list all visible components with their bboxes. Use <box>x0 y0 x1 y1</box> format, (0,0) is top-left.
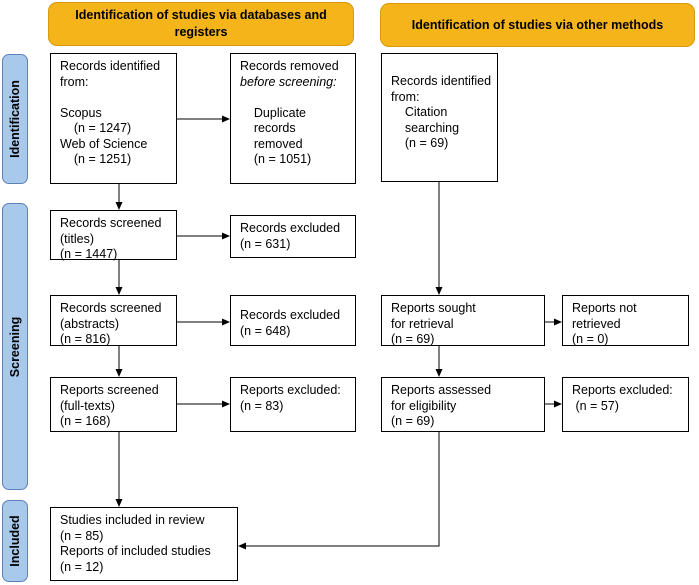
line: (n = 631) <box>240 236 291 251</box>
line: (n = 168) <box>60 414 111 428</box>
line: records <box>240 121 296 135</box>
line: Citation <box>391 105 448 119</box>
line: Reports of included studies <box>60 544 211 558</box>
box-screened-abstracts: Records screened (abstracts) (n = 816) <box>50 295 177 346</box>
header-other-text: Identification of studies via other meth… <box>411 17 664 32</box>
line: Reports sought <box>391 301 476 315</box>
arrow-assessed-to-included <box>238 432 440 550</box>
line: Web of Science <box>60 136 148 151</box>
line: Duplicate <box>240 105 307 120</box>
line: searching <box>391 120 460 135</box>
line: (n = 83) <box>240 398 284 413</box>
line: for eligibility <box>391 398 457 413</box>
line: (n = 1447) <box>60 247 118 261</box>
line: (n = 1247) <box>60 121 132 135</box>
line <box>60 90 172 106</box>
line: (n = 85) <box>60 528 104 543</box>
line: Reports excluded: <box>240 383 341 397</box>
box-excluded-eligibility: Reports excluded: (n = 57) <box>562 377 689 432</box>
line: before screening: <box>240 74 337 89</box>
box-records-identified: Records identified from: Scopus (n = 124… <box>50 53 177 184</box>
box-assessed-eligibility: Reports assessed for eligibility (n = 69… <box>381 377 545 432</box>
line: Records identified <box>60 59 161 73</box>
line: Records identified <box>391 74 492 88</box>
phase-screening: Screening <box>2 203 28 490</box>
line: Reports excluded: <box>572 383 673 397</box>
box-screened-fulltexts: Reports screened (full-texts) (n = 168) <box>50 377 177 432</box>
box-included: Studies included in review (n = 85) Repo… <box>50 507 238 581</box>
line: from: <box>391 89 420 104</box>
line: Records excluded <box>240 221 341 235</box>
line: (n = 648) <box>240 323 291 338</box>
box-records-removed: Records removed before screening: Duplic… <box>230 53 356 184</box>
line: Records excluded <box>240 308 341 322</box>
line: Reports not <box>572 301 637 315</box>
line: from: <box>60 74 89 89</box>
header-databases-text: Identification of studies via databases … <box>75 8 327 39</box>
line: (n = 69) <box>391 332 435 346</box>
line: (n = 816) <box>60 332 111 346</box>
box-records-identified-other: Records identified from: Citation search… <box>381 53 498 182</box>
line: (n = 69) <box>391 136 449 150</box>
box-excluded-fulltexts: Reports excluded: (n = 83) <box>230 377 356 432</box>
line: (n = 57) <box>572 398 619 413</box>
box-excluded-abstracts: Records excluded (n = 648) <box>230 295 356 346</box>
line: (n = 1051) <box>240 152 312 166</box>
box-sought-retrieval: Reports sought for retrieval (n = 69) <box>381 295 545 346</box>
line: Records screened <box>60 301 162 315</box>
phase-identification: Identification <box>2 54 28 184</box>
line: (titles) <box>60 231 95 246</box>
line: (abstracts) <box>60 316 120 331</box>
line: Scopus <box>60 105 102 120</box>
header-databases: Identification of studies via databases … <box>48 2 354 46</box>
line: Reports screened <box>60 383 159 397</box>
header-other-methods: Identification of studies via other meth… <box>380 3 695 47</box>
line: (n = 1251) <box>60 152 132 166</box>
box-not-retrieved: Reports not retrieved (n = 0) <box>562 295 689 346</box>
line: for retrieval <box>391 316 454 331</box>
line: Records removed <box>240 59 339 73</box>
line: removed <box>240 136 303 151</box>
line: Studies included in review <box>60 513 205 527</box>
line: retrieved <box>572 316 621 331</box>
line: (full-texts) <box>60 398 115 413</box>
phase-included: Included <box>2 500 28 582</box>
box-screened-titles: Records screened (titles) (n = 1447) <box>50 210 177 261</box>
box-excluded-titles: Records excluded (n = 631) <box>230 215 356 258</box>
line: (n = 0) <box>572 332 609 346</box>
line: Records screened <box>60 216 162 230</box>
line: (n = 12) <box>60 559 104 574</box>
line <box>240 90 351 106</box>
line: (n = 69) <box>391 414 435 428</box>
line: Reports assessed <box>391 383 492 397</box>
